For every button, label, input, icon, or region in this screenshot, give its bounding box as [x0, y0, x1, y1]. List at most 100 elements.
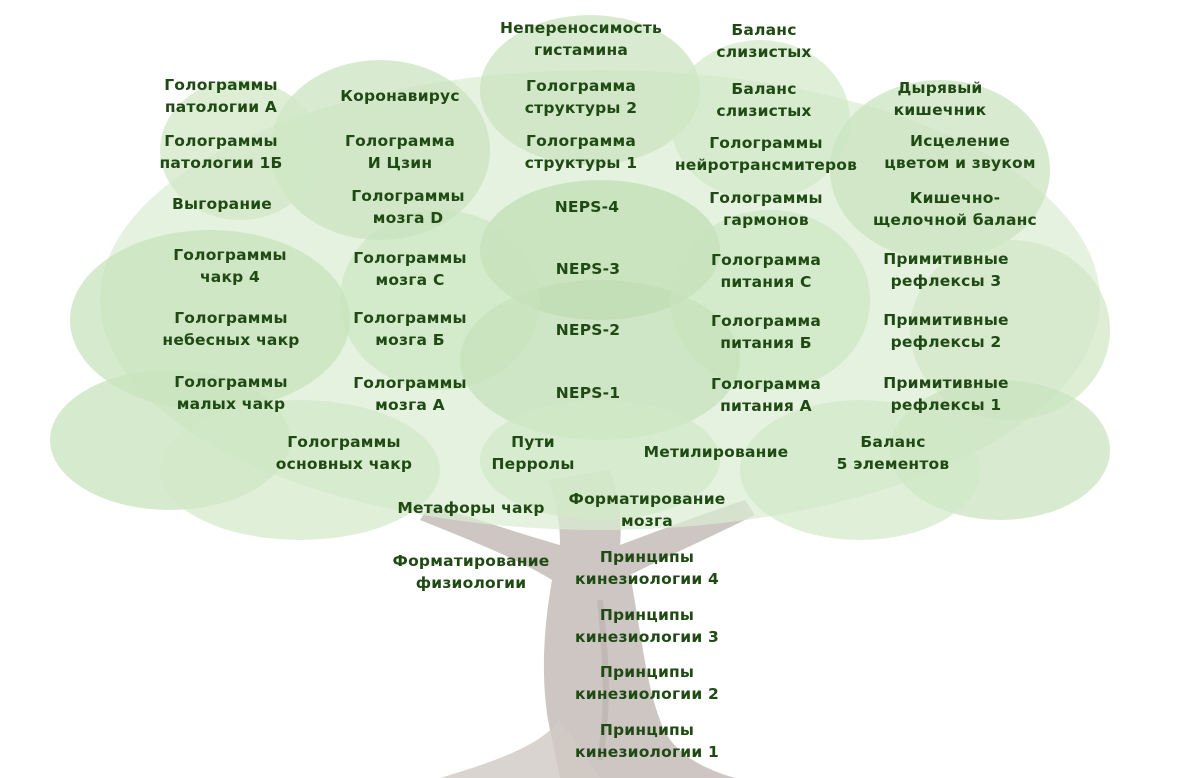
tree-node-line: NEPS-1	[555, 384, 621, 402]
tree-node-line: Метилирование	[643, 443, 789, 461]
tree-node-kineziologii-4: Принципы кинезиологии 4	[575, 546, 719, 590]
tree-node-line: NEPS-3	[555, 260, 621, 278]
tree-node-line: Примитивные	[883, 374, 1009, 392]
tree-node-neps-2: NEPS-2	[556, 319, 621, 341]
tree-node-line: Коронавирус	[340, 87, 460, 105]
tree-node-line: Голограммы	[174, 373, 288, 391]
tree-node-line: питания Б	[720, 334, 812, 352]
tree-node-gistamin: Непереносимость гистамина	[500, 17, 662, 61]
tree-node-line: Голограмма	[526, 132, 636, 150]
tree-node-neirotransmitery: Голограммы нейротрансмитеров	[675, 132, 857, 176]
tree-node-nebesnyh: Голограммы небесных чакр	[162, 307, 299, 351]
tree-node-line: щелочной баланс	[873, 211, 1037, 229]
tree-foliage	[50, 15, 1110, 540]
tree-node-line: гармонов	[723, 211, 809, 229]
tree-node-line: Метафоры чакр	[397, 499, 545, 517]
tree-node-line: Голограммы	[173, 246, 287, 264]
tree-node-osnovnyh: Голограммы основных чакр	[276, 431, 412, 475]
tree-node-line: патологии А	[164, 98, 278, 116]
tree-node-malyh: Голограммы малых чакр	[174, 371, 288, 415]
tree-node-struktury-1: Голограмма структуры 1	[525, 130, 637, 174]
tree-node-line: физиологии	[415, 574, 527, 592]
tree-node-mozga-d: Голограммы мозга D	[351, 185, 465, 229]
tree-node-kishechno: Кишечно-щелочной баланс	[873, 187, 1037, 231]
tree-node-line: Голограммы	[353, 374, 467, 392]
tree-node-line: питания С	[720, 273, 812, 291]
tree-node-line: Голограммы	[709, 189, 823, 207]
tree-node-line: Дырявый	[897, 79, 983, 97]
tree-node-line: кинезиологии 3	[575, 628, 719, 646]
tree-node-line: Голограммы	[164, 76, 278, 94]
tree-node-line: питания А	[720, 397, 812, 415]
tree-node-line: цветом и звуком	[884, 154, 1036, 172]
tree-node-line: Баланс	[731, 21, 797, 39]
tree-node-line: структуры 2	[524, 99, 638, 117]
tree-node-line: Перролы	[491, 455, 575, 473]
tree-node-kineziologii-3: Принципы кинезиологии 3	[575, 604, 719, 648]
tree-node-refleksy-2: Примитивные рефлексы 2	[883, 309, 1009, 353]
tree-node-line: Голограммы	[709, 134, 823, 152]
tree-node-line: Голограмма	[711, 312, 821, 330]
tree-node-line: основных чакр	[275, 455, 413, 473]
tree-node-line: Голограммы	[164, 132, 278, 150]
tree-node-metilirovanie: Метилирование	[644, 441, 789, 463]
tree-node-line: структуры 1	[524, 154, 638, 172]
tree-node-line: Пути	[511, 433, 555, 451]
tree-node-line: Баланс	[860, 433, 926, 451]
tree-node-balans-sliz-1: Баланс слизистых	[716, 19, 811, 63]
tree-node-line: небесных чакр	[162, 331, 300, 349]
tree-node-line: слизистых	[716, 43, 812, 61]
tree-node-line: Принципы	[599, 721, 695, 739]
tree-node-line: Примитивные	[883, 250, 1009, 268]
tree-node-line: Принципы	[599, 606, 695, 624]
tree-node-line: Форматирование	[392, 552, 550, 570]
tree-node-line: кинезиологии 4	[575, 570, 719, 588]
tree-node-line: Голограммы	[174, 309, 288, 327]
tree-node-line: рефлексы 2	[890, 333, 1002, 351]
tree-node-line: Баланс	[731, 80, 797, 98]
tree-node-line: Примитивные	[883, 311, 1009, 329]
tree-node-line: мозга D	[372, 209, 444, 227]
tree-node-line: И Цзин	[367, 154, 433, 172]
tree-node-pitaniya-b: Голограмма питания Б	[711, 310, 821, 354]
tree-node-line: нейротрансмитеров	[674, 156, 858, 174]
tree-trunk	[420, 470, 755, 778]
tree-node-isczelenie: Исцеление цветом и звуком	[884, 130, 1036, 174]
tree-node-neps-3: NEPS-3	[556, 258, 621, 280]
tree-node-line: Голограммы	[353, 309, 467, 327]
tree-node-neps-1: NEPS-1	[556, 382, 621, 404]
tree-node-kineziologii-1: Принципы кинезиологии 1	[575, 719, 719, 763]
tree-node-balans-sliz-2: Баланс слизистых	[716, 78, 811, 122]
tree-node-line: кинезиологии 1	[575, 743, 719, 761]
tree-node-line: мозга Б	[375, 331, 445, 349]
tree-node-line: Принципы	[599, 548, 695, 566]
tree-node-line: малых чакр	[176, 395, 286, 413]
tree-node-line: Непереносимость	[499, 19, 663, 37]
tree-node-koronavirus: Коронавирус	[340, 85, 460, 107]
tree-node-line: слизистых	[716, 102, 812, 120]
tree-node-line: Голограмма	[711, 375, 821, 393]
tree-node-line: Голограммы	[287, 433, 401, 451]
tree-node-line: рефлексы 3	[890, 272, 1002, 290]
tree-node-line: мозга	[621, 512, 673, 530]
tree-node-refleksy-3: Примитивные рефлексы 3	[883, 248, 1009, 292]
tree-node-garmony: Голограммы гармонов	[709, 187, 823, 231]
tree-node-line: рефлексы 1	[890, 396, 1002, 414]
tree-node-line: Голограмма	[526, 77, 636, 95]
tree-node-patologii-a: Голограммы патологии А	[164, 74, 278, 118]
tree-node-line: Голограммы	[351, 187, 465, 205]
tree-node-refleksy-1: Примитивные рефлексы 1	[883, 372, 1009, 416]
tree-node-line: Исцеление	[910, 132, 1010, 150]
tree-node-line: гистамина	[533, 41, 629, 59]
tree-node-line: Принципы	[599, 663, 695, 681]
